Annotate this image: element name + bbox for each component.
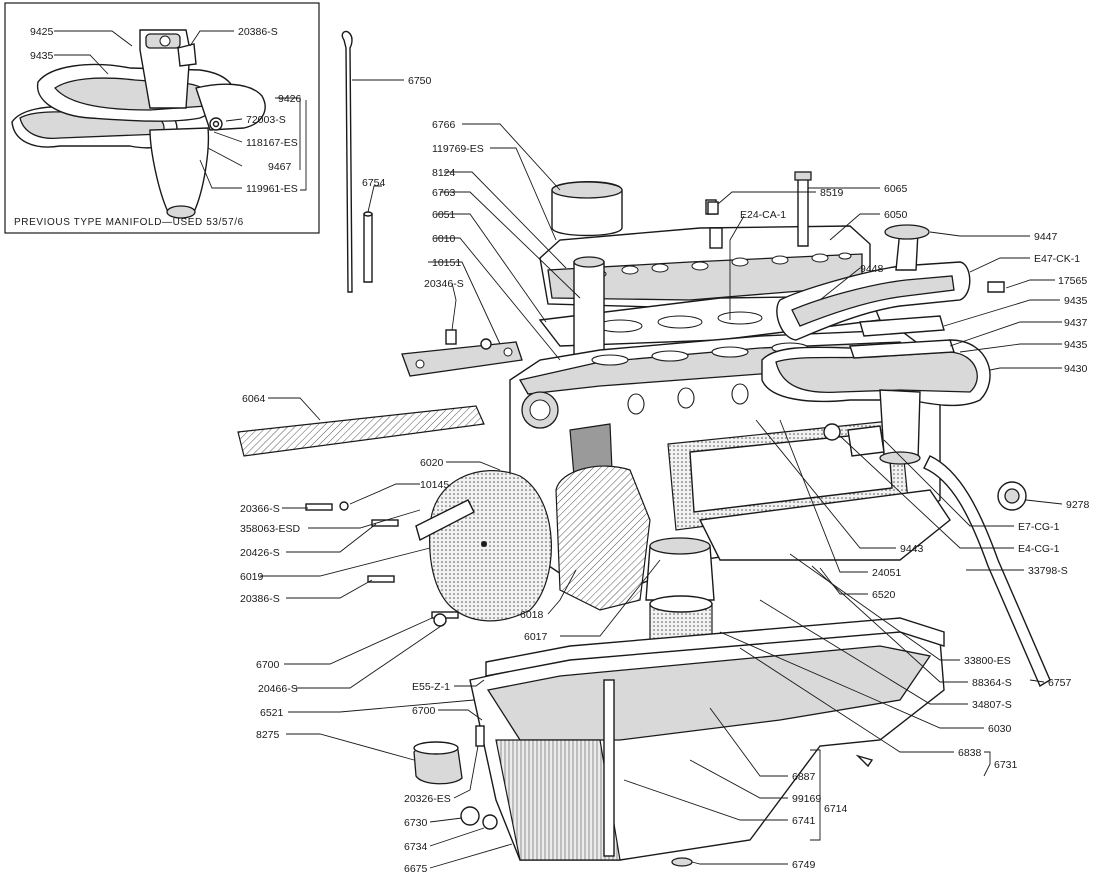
- label-20466-s: 20466-S: [258, 683, 298, 695]
- label-34807-s: 34807-S: [972, 699, 1012, 711]
- label-9443: 9443: [900, 543, 924, 555]
- bolt-20346-drawing: [445, 329, 457, 345]
- label-9437: 9437: [1064, 317, 1088, 329]
- label-8124: 8124: [432, 167, 456, 179]
- label-6731: 6731: [994, 759, 1018, 771]
- inset-panel: 9425 20386-S 9435 9426 72003-S 118167-ES…: [4, 2, 320, 234]
- small-parts-drawing: [413, 201, 1051, 830]
- label-6766: 6766: [432, 119, 456, 131]
- label-e47-ck-1: E47-CK-1: [1034, 253, 1080, 265]
- inset-label-9435: 9435: [30, 50, 54, 62]
- label-24051: 24051: [872, 567, 901, 579]
- label-6757: 6757: [1048, 677, 1072, 689]
- label-6700-upper: 6700: [256, 659, 280, 671]
- inset-manifold-drawing: [11, 29, 266, 219]
- label-10151: 10151: [432, 257, 461, 269]
- inset-label-group: 9425 20386-S 9435 9426 72003-S 118167-ES…: [14, 26, 302, 228]
- label-20346-s: 20346-S: [424, 278, 464, 290]
- label-9448: 9448: [860, 263, 884, 275]
- label-6730: 6730: [404, 817, 428, 829]
- label-6064: 6064: [242, 393, 266, 405]
- label-6714: 6714: [824, 803, 848, 815]
- label-9435-upper: 9435: [1064, 295, 1088, 307]
- label-358063-esd: 358063-ESD: [240, 523, 301, 535]
- label-99169: 99169: [792, 793, 821, 805]
- label-6065: 6065: [884, 183, 908, 195]
- cylinder-head-drawing: [539, 171, 871, 309]
- label-6010: 6010: [432, 233, 456, 245]
- inset-leaders: [54, 30, 307, 191]
- label-8519: 8519: [820, 187, 844, 199]
- label-6017: 6017: [524, 631, 548, 643]
- label-6763: 6763: [432, 187, 456, 199]
- label-6838: 6838: [958, 747, 982, 759]
- label-6020: 6020: [420, 457, 444, 469]
- label-6050: 6050: [884, 209, 908, 221]
- label-6675: 6675: [404, 863, 428, 875]
- inset-label-119961-es: 119961-ES: [246, 183, 298, 195]
- label-20366-s: 20366-S: [240, 503, 280, 515]
- label-6887: 6887: [792, 771, 816, 783]
- label-9435-lower: 9435: [1064, 339, 1088, 351]
- label-9430: 9430: [1064, 363, 1088, 375]
- dipstick-drawing: [341, 30, 373, 293]
- label-9447: 9447: [1034, 231, 1058, 243]
- label-20426-s: 20426-S: [240, 547, 280, 559]
- label-6030: 6030: [988, 723, 1012, 735]
- inset-label-9467: 9467: [268, 161, 292, 173]
- label-6754: 6754: [362, 177, 386, 189]
- label-6700-lower: 6700: [412, 705, 436, 717]
- oil-pan-drawing: [469, 617, 945, 861]
- label-9278: 9278: [1066, 499, 1090, 511]
- label-8275: 8275: [256, 729, 280, 741]
- label-6750: 6750: [408, 75, 432, 87]
- label-6741: 6741: [792, 815, 816, 827]
- label-6734: 6734: [404, 841, 428, 853]
- leader-lines: [260, 79, 1063, 869]
- inset-label-9426: 9426: [278, 93, 302, 105]
- label-6521: 6521: [260, 707, 284, 719]
- inset-caption: PREVIOUS TYPE MANIFOLD—USED 53/57/6: [14, 217, 244, 228]
- label-e4-cg-1: E4-CG-1: [1018, 543, 1060, 555]
- front-bolts-drawing: [305, 501, 459, 627]
- label-6749: 6749: [792, 859, 816, 871]
- manifold-drawing: [761, 224, 991, 465]
- label-10145: 10145: [420, 479, 449, 491]
- label-6019: 6019: [240, 571, 264, 583]
- label-6520: 6520: [872, 589, 896, 601]
- label-20326-es: 20326-ES: [404, 793, 451, 805]
- label-119769-es: 119769-ES: [432, 143, 484, 155]
- inset-label-20386-s: 20386-S: [238, 26, 278, 38]
- front-cover-drawing: [415, 470, 552, 622]
- label-6018: 6018: [520, 609, 544, 621]
- label-17565: 17565: [1058, 275, 1087, 287]
- label-33800-es: 33800-ES: [964, 655, 1011, 667]
- bracket-drawing: [401, 341, 523, 377]
- label-e7-cg-1: E7-CG-1: [1018, 521, 1060, 533]
- label-88364-s: 88364-S: [972, 677, 1012, 689]
- label-e55-z-1: E55-Z-1: [412, 681, 450, 693]
- timing-strip-drawing: [237, 405, 485, 457]
- label-e24-ca-1: E24-CA-1: [740, 209, 786, 221]
- label-6051: 6051: [432, 209, 456, 221]
- inset-label-72003-s: 72003-S: [246, 114, 286, 126]
- inset-label-9425: 9425: [30, 26, 54, 38]
- label-33798-s: 33798-S: [1028, 565, 1068, 577]
- label-20386-s: 20386-S: [240, 593, 280, 605]
- inset-label-118167-es: 118167-ES: [246, 137, 298, 149]
- part-labels: 6750 6754 6766 119769-ES 8124 6763 6051 …: [240, 75, 1090, 875]
